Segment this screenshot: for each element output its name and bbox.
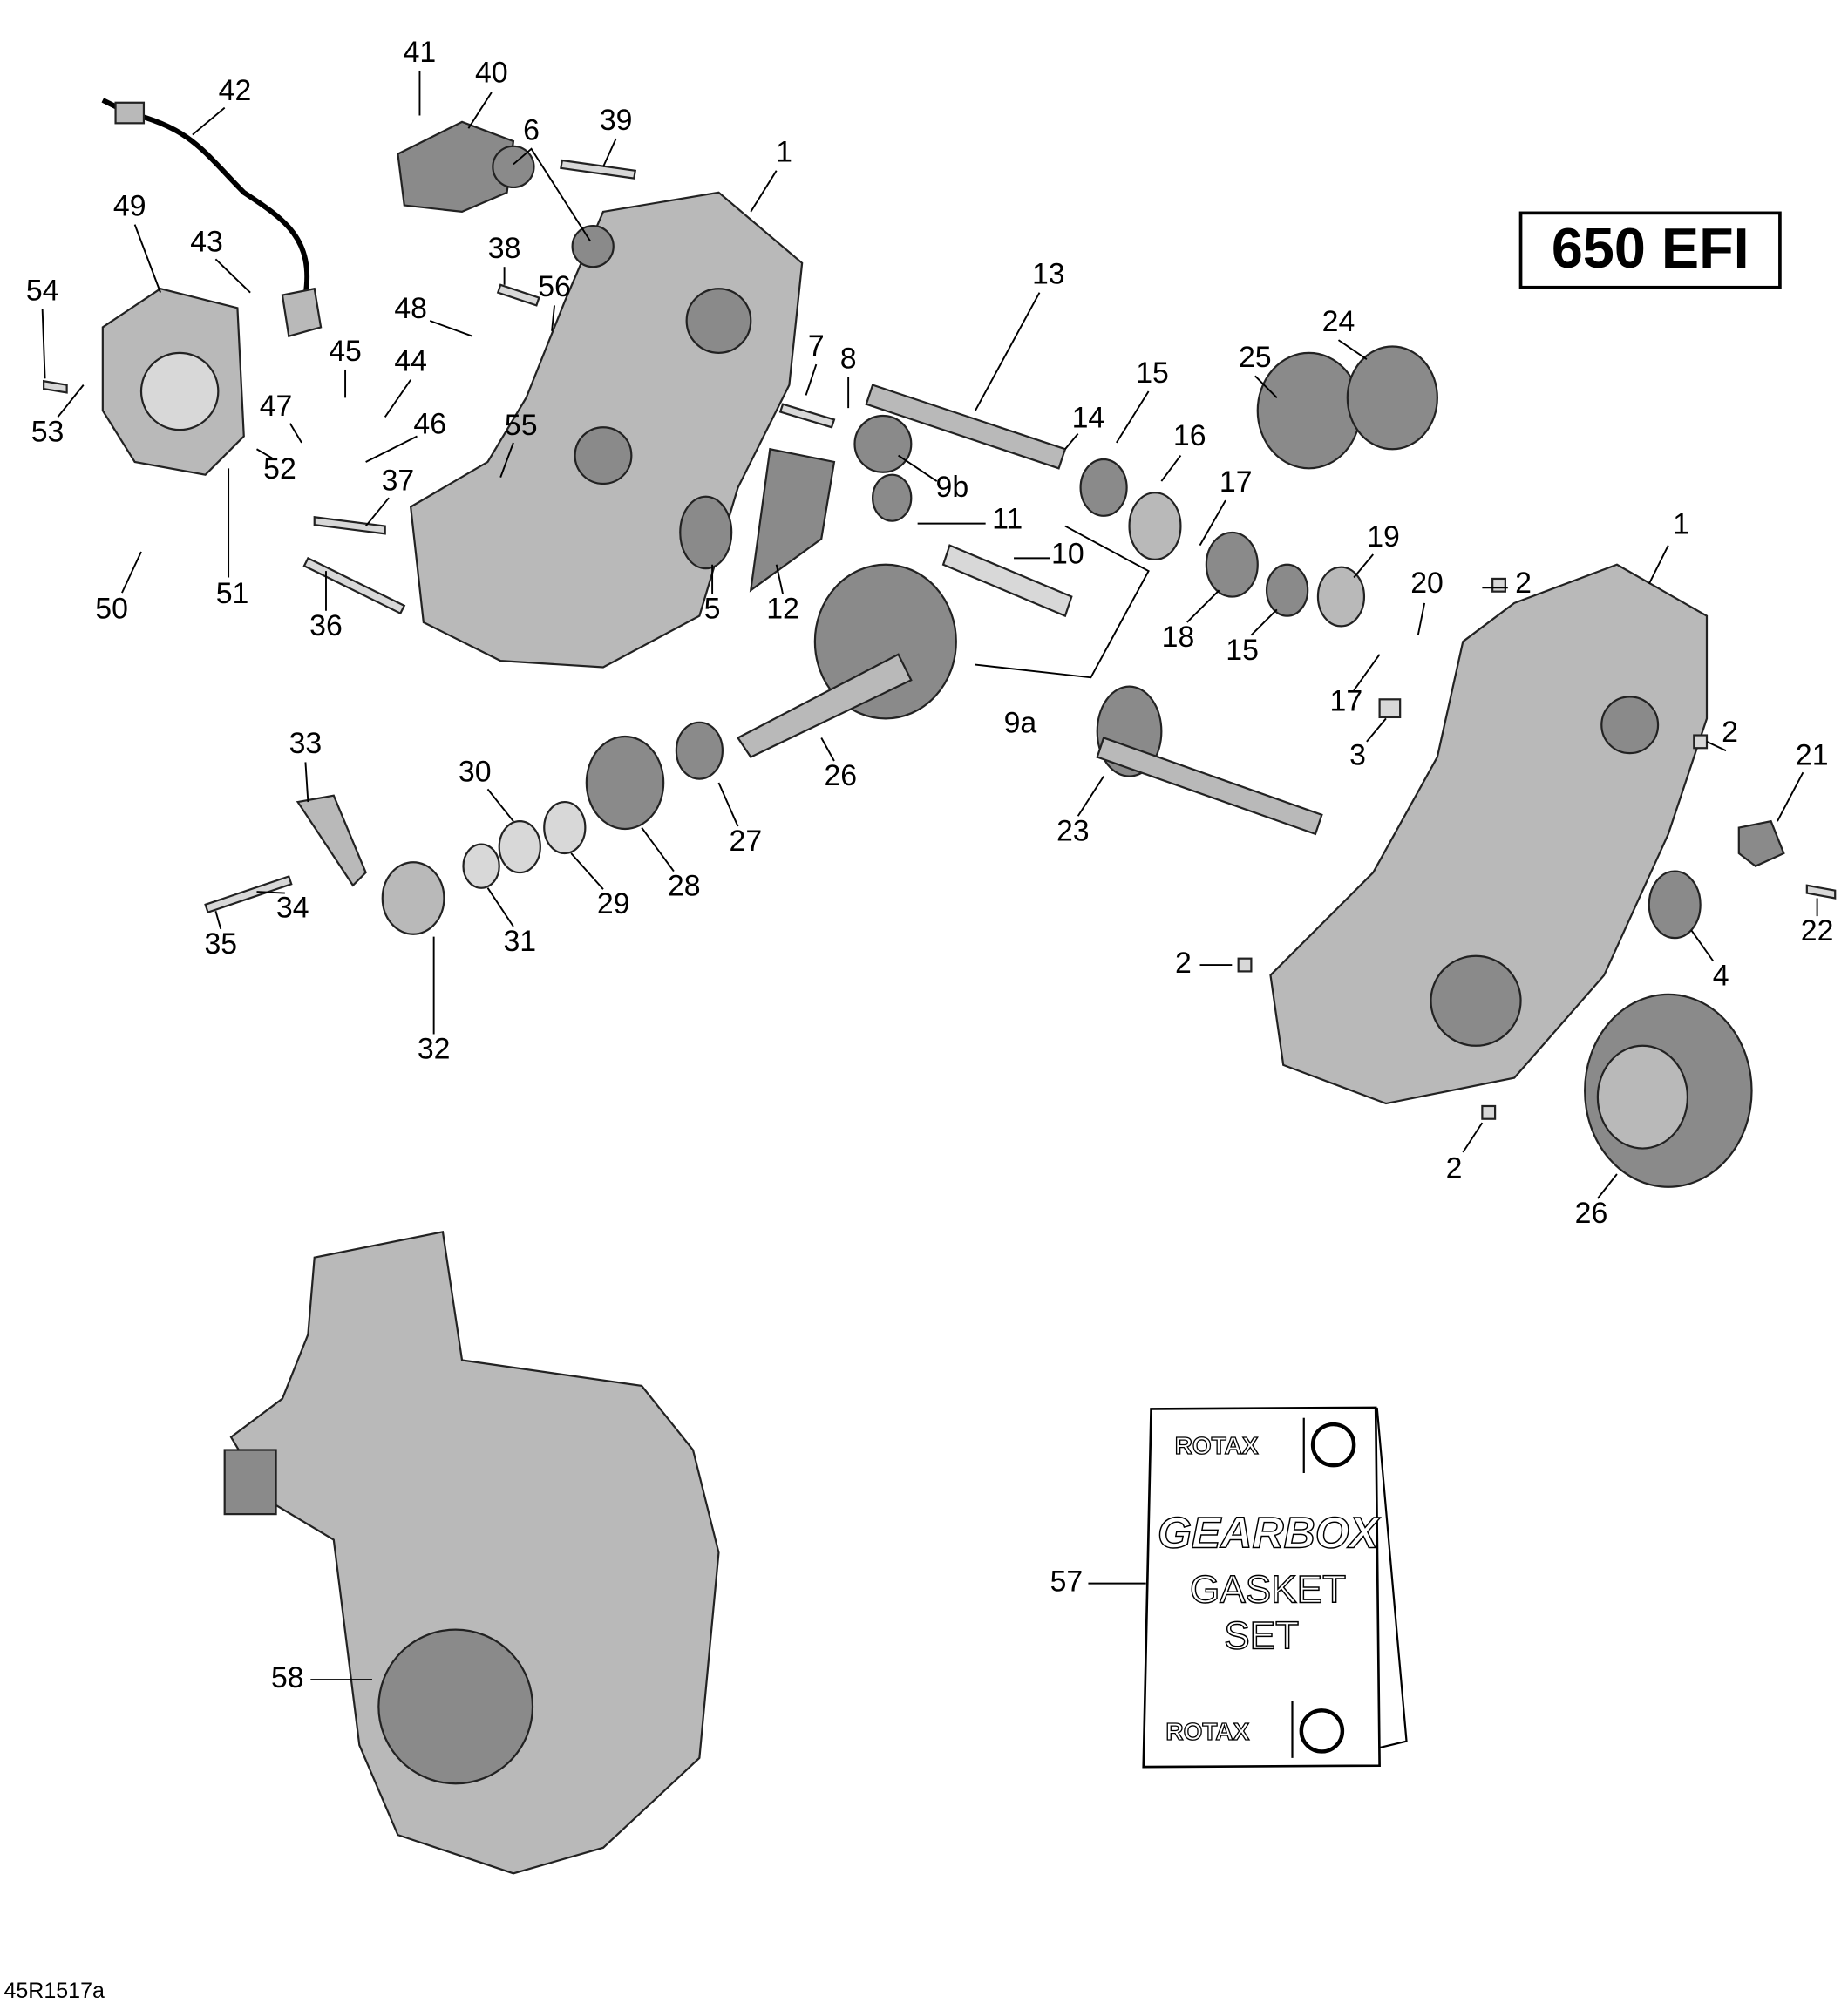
callout-33: 33 bbox=[289, 727, 323, 760]
bag-line2: GASKET bbox=[1190, 1569, 1346, 1612]
right-housing bbox=[1269, 563, 1709, 1105]
reference-code: 45R1517a bbox=[3, 1979, 105, 2003]
callout-17: 17 bbox=[1220, 465, 1253, 499]
callout-2-c: 2 bbox=[1175, 947, 1192, 980]
model-badge-text: 650 EFI bbox=[1552, 216, 1749, 280]
leader-lines bbox=[41, 70, 1818, 1680]
gearbox-cover-49 bbox=[101, 288, 245, 476]
callout-40: 40 bbox=[475, 56, 508, 89]
output-gear-26 bbox=[1584, 993, 1753, 1188]
bearings-27-28-29-30-31-32 bbox=[296, 721, 724, 935]
gasket-set-bag: ROTAX GEARBOX GASKET SET ROTAX bbox=[1142, 1406, 1408, 1769]
callout-20: 20 bbox=[1410, 567, 1444, 600]
callout-22: 22 bbox=[1801, 914, 1834, 947]
small-parts-2-3-4-21 bbox=[1237, 577, 1785, 1120]
callout-26: 26 bbox=[824, 759, 857, 792]
callout-6: 6 bbox=[523, 114, 540, 147]
callout-9a: 9a bbox=[1004, 707, 1037, 740]
callout-5: 5 bbox=[704, 593, 721, 626]
callout-45: 45 bbox=[329, 335, 362, 368]
callout-58: 58 bbox=[271, 1661, 304, 1694]
bolts bbox=[43, 159, 1837, 914]
callout-15-lower: 15 bbox=[1226, 634, 1259, 667]
callout-24: 24 bbox=[1322, 305, 1355, 338]
callout-53: 53 bbox=[31, 416, 65, 449]
callout-13: 13 bbox=[1032, 257, 1065, 290]
speed-sensor-40 bbox=[397, 120, 515, 214]
callout-labels: 41 40 42 39 6 1 49 43 38 13 54 56 48 24 … bbox=[26, 36, 1834, 1694]
callout-17-lower: 17 bbox=[1330, 685, 1363, 718]
callout-57: 57 bbox=[1050, 1565, 1084, 1599]
callout-54: 54 bbox=[26, 275, 59, 308]
bag-line3: SET bbox=[1224, 1615, 1299, 1658]
bag-brand-top: ROTAX bbox=[1175, 1432, 1259, 1459]
seals-6 bbox=[492, 145, 615, 268]
callout-39: 39 bbox=[600, 104, 633, 137]
callout-36: 36 bbox=[309, 609, 343, 642]
callout-30: 30 bbox=[459, 756, 492, 789]
model-badge: 650 EFI bbox=[1518, 211, 1782, 289]
callout-18: 18 bbox=[1162, 621, 1195, 654]
sensor-wire-42 bbox=[101, 98, 323, 338]
callout-21: 21 bbox=[1796, 738, 1829, 771]
left-housing bbox=[409, 191, 804, 669]
callout-41: 41 bbox=[404, 36, 437, 69]
bag-brand-bottom: ROTAX bbox=[1165, 1718, 1249, 1745]
bevel-gear-shaft-26 bbox=[736, 563, 957, 758]
callout-47: 47 bbox=[260, 390, 293, 423]
callout-27: 27 bbox=[730, 825, 763, 858]
callout-38: 38 bbox=[488, 232, 521, 265]
callout-15: 15 bbox=[1136, 356, 1169, 390]
callout-1-right: 1 bbox=[1673, 508, 1689, 541]
shaft-13 bbox=[865, 384, 1067, 470]
callout-2-b: 2 bbox=[1722, 716, 1738, 749]
callout-43: 43 bbox=[190, 226, 223, 259]
callout-9b: 9b bbox=[936, 471, 969, 504]
callout-11: 11 bbox=[992, 503, 1023, 536]
callout-28: 28 bbox=[668, 870, 701, 903]
callout-25: 25 bbox=[1239, 341, 1272, 374]
callout-8: 8 bbox=[840, 343, 857, 376]
callout-1: 1 bbox=[776, 136, 792, 169]
callout-16: 16 bbox=[1173, 419, 1206, 452]
callout-10: 10 bbox=[1051, 537, 1084, 570]
callout-2-d: 2 bbox=[1446, 1152, 1463, 1185]
callout-44: 44 bbox=[394, 345, 427, 378]
callout-26-right: 26 bbox=[1575, 1197, 1608, 1230]
assembled-gearbox-58 bbox=[223, 1230, 720, 1875]
callout-19: 19 bbox=[1367, 520, 1400, 553]
callout-2-a: 2 bbox=[1515, 567, 1532, 600]
callout-56: 56 bbox=[538, 270, 571, 303]
callout-52: 52 bbox=[263, 452, 296, 485]
callout-35: 35 bbox=[204, 927, 237, 961]
callout-55: 55 bbox=[505, 409, 538, 442]
callout-37: 37 bbox=[382, 464, 415, 497]
callout-7: 7 bbox=[808, 329, 825, 363]
gears-and-springs bbox=[679, 345, 1438, 628]
callout-29: 29 bbox=[597, 887, 630, 920]
callout-46: 46 bbox=[413, 408, 446, 441]
callout-14: 14 bbox=[1072, 401, 1105, 434]
callout-42: 42 bbox=[219, 74, 252, 107]
callout-48: 48 bbox=[394, 292, 427, 325]
bag-title: GEARBOX bbox=[1158, 1508, 1381, 1557]
callout-23: 23 bbox=[1056, 814, 1090, 847]
callout-32: 32 bbox=[418, 1033, 451, 1066]
shaft-23 bbox=[1096, 685, 1323, 836]
callout-31: 31 bbox=[503, 925, 536, 958]
callout-4: 4 bbox=[1713, 960, 1729, 993]
callout-50: 50 bbox=[95, 593, 128, 626]
callout-12: 12 bbox=[766, 593, 799, 626]
callout-51: 51 bbox=[216, 577, 249, 610]
callout-34: 34 bbox=[276, 892, 309, 925]
callout-3: 3 bbox=[1349, 738, 1366, 771]
callout-49: 49 bbox=[113, 189, 146, 222]
